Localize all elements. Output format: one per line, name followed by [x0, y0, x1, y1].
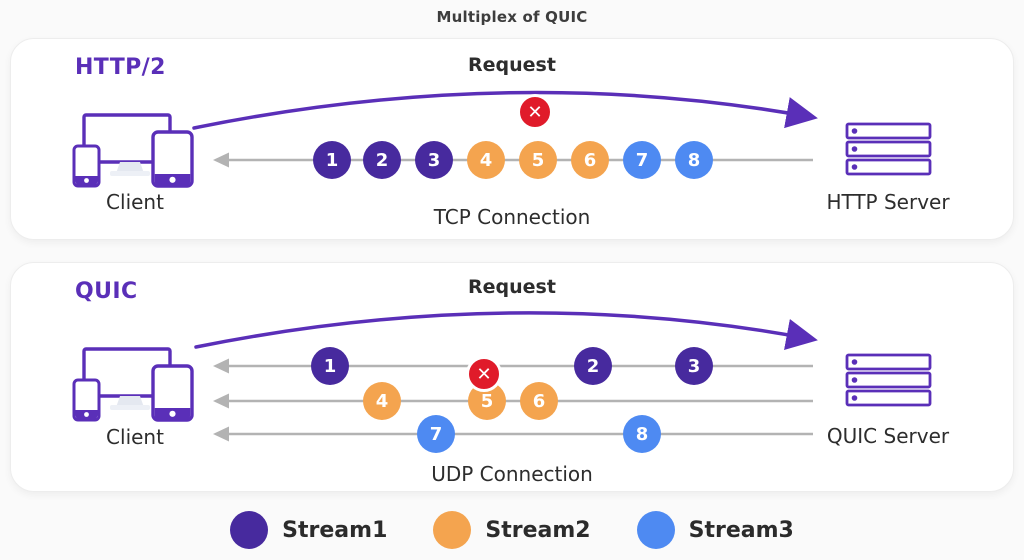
client-label: Client: [106, 190, 164, 214]
request-arc-arrow: [192, 90, 818, 130]
legend-item-stream3: Stream3: [636, 511, 794, 549]
request-arc-arrow: [194, 311, 818, 350]
udp-connection-label: UDP Connection: [431, 462, 593, 486]
quic-request-label: Request: [468, 276, 556, 298]
packet-6: 6: [571, 141, 609, 179]
packet-8: 8: [675, 141, 713, 179]
packet-3: 3: [675, 347, 713, 385]
stream2-color-dot: [433, 511, 472, 549]
packet-4: 4: [467, 141, 505, 179]
server-icon: [843, 121, 935, 185]
packet-7: 7: [623, 141, 661, 179]
stream1-color-dot: [230, 511, 269, 549]
packet-1: 1: [311, 347, 349, 385]
left-arrowhead-icon: [213, 358, 229, 374]
tcp-connection-label: TCP Connection: [433, 205, 591, 229]
client-devices-icon: [71, 341, 195, 431]
quic-panel: QUIC Request 1 2 3 4 5 6 7 8 ✕: [10, 262, 1014, 492]
diagram-title: Multiplex of QUIC: [436, 8, 588, 26]
packet-8: 8: [623, 415, 661, 453]
packet-3: 3: [415, 141, 453, 179]
left-arrowhead-icon: [213, 393, 229, 409]
quic-panel-label: QUIC: [75, 279, 138, 304]
http2-request-label: Request: [468, 54, 556, 76]
client-label: Client: [106, 425, 164, 449]
packet-2: 2: [363, 141, 401, 179]
packet-loss-icon: ✕: [517, 94, 553, 130]
packet-7: 7: [417, 415, 455, 453]
packet-1: 1: [313, 141, 351, 179]
legend-item-stream2: Stream2: [433, 511, 591, 549]
legend-item-stream1: Stream1: [230, 511, 387, 549]
legend-label: Stream3: [688, 517, 794, 543]
server-label: QUIC Server: [826, 424, 950, 448]
client-devices-icon: [71, 107, 195, 197]
packet-2: 2: [574, 347, 612, 385]
packet-loss-icon: ✕: [466, 356, 502, 392]
stream3-color-dot: [636, 511, 675, 549]
server-icon: [843, 352, 935, 416]
http2-panel-label: HTTP/2: [75, 55, 166, 80]
packet-6: 6: [520, 382, 558, 420]
legend: Stream1 Stream2 Stream3: [0, 511, 1024, 549]
packet-5: 5: [519, 141, 557, 179]
server-label: HTTP Server: [826, 190, 950, 214]
legend-label: Stream1: [282, 517, 388, 543]
http2-panel: HTTP/2 Request 1 2 3 4 5 6 7 8 ✕: [10, 38, 1014, 240]
packet-4: 4: [363, 382, 401, 420]
legend-label: Stream2: [485, 517, 591, 543]
left-arrowhead-icon: [213, 426, 229, 442]
left-arrowhead-icon: [213, 152, 229, 168]
